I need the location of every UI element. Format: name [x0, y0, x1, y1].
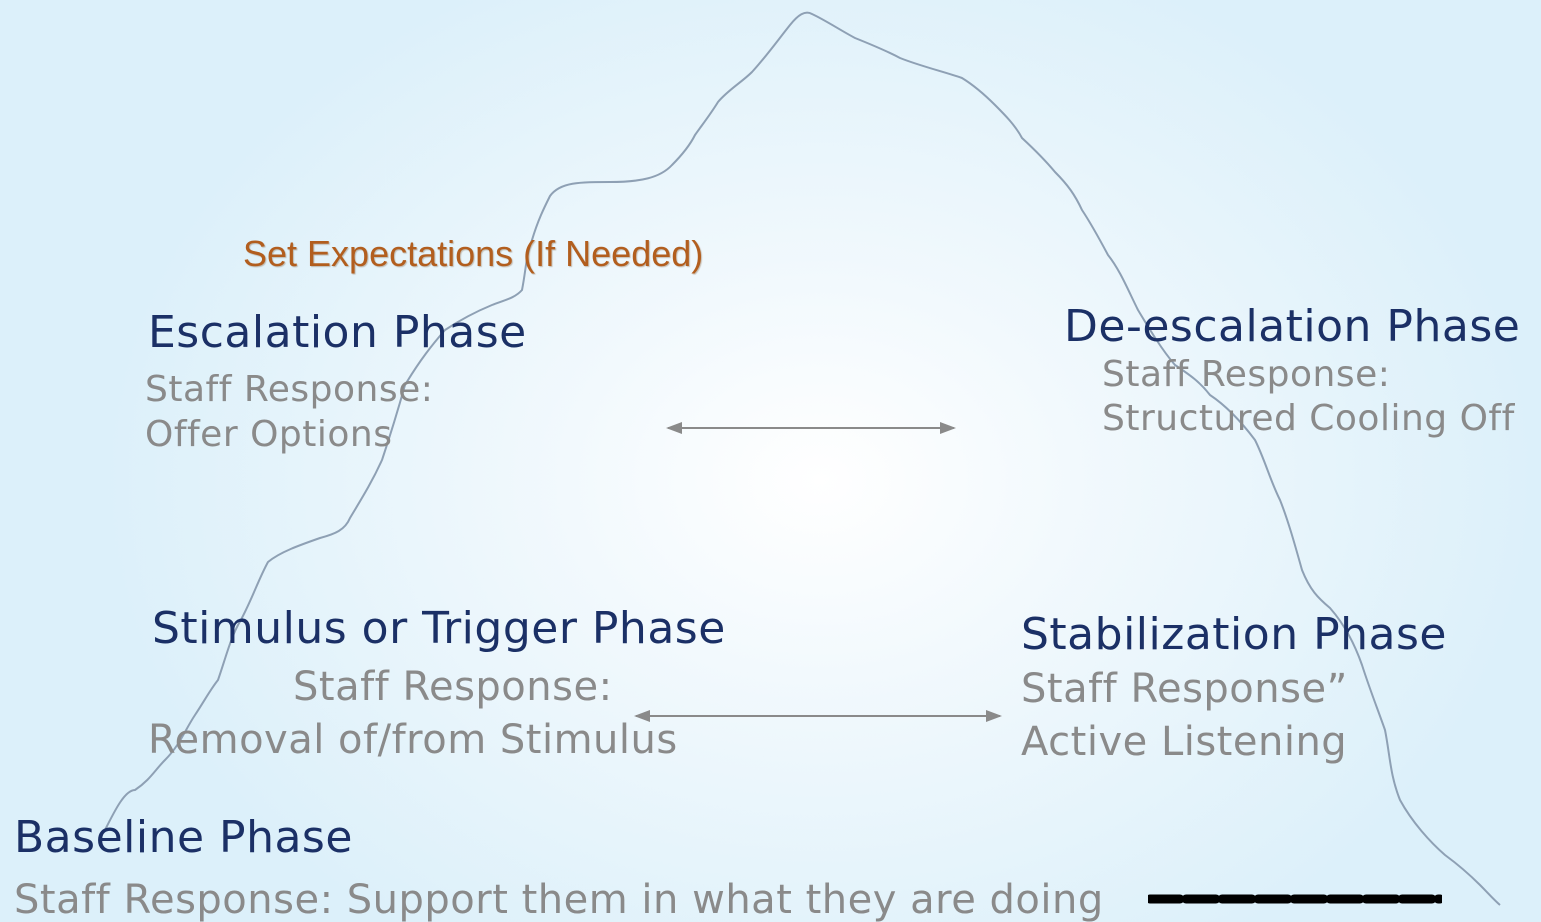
- stabilization-phase-title: Stabilization Phase: [1021, 609, 1447, 660]
- de-escalation-phase-title: De-escalation Phase: [1064, 301, 1521, 352]
- set-expectations-note: Set Expectations (If Needed): [243, 233, 704, 274]
- escalation-phase-title: Escalation Phase: [148, 307, 527, 358]
- stimulus-phase-title: Stimulus or Trigger Phase: [152, 603, 726, 654]
- de-escalation-response-label: Staff Response:: [1102, 354, 1391, 395]
- baseline-response: Staff Response: Support them in what the…: [14, 877, 1104, 922]
- baseline-phase-title: Baseline Phase: [14, 812, 353, 863]
- escalation-response-action: Offer Options: [145, 414, 393, 455]
- de-escalation-response-action: Structured Cooling Off: [1102, 398, 1515, 439]
- mountain-outline-path: [104, 11, 1501, 906]
- stimulus-response-label: Staff Response:: [293, 664, 613, 710]
- stabilization-response-label: Staff Response”: [1021, 666, 1348, 712]
- baseline-dashed-line: [1148, 894, 1442, 904]
- stabilization-response-action: Active Listening: [1021, 719, 1348, 765]
- stimulus-response-action: Removal of/from Stimulus: [148, 717, 678, 763]
- escalation-response-label: Staff Response:: [145, 369, 434, 410]
